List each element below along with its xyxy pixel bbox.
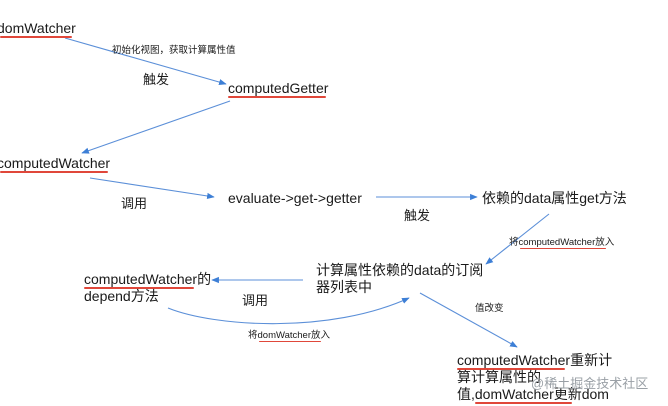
- edge-label-trigger-1: 触发: [143, 72, 170, 87]
- node-recompute-line3: 值,domWatcher更新dom: [457, 386, 609, 402]
- spellcheck-underline: [228, 96, 326, 98]
- spellcheck-underline: [259, 341, 321, 342]
- node-subscriber-list-line2: 器列表中: [316, 279, 372, 295]
- node-depends-on-get: 依赖的data属性get方法: [482, 190, 627, 206]
- node-computed-watcher: computedWatcher: [0, 155, 111, 171]
- node-depend-method-line1: computedWatcher的: [84, 271, 212, 287]
- edge-label-push-dom-watcher: 将domWatcher放入: [248, 330, 330, 341]
- spellcheck-underline: [475, 402, 572, 404]
- edge-computedgetter-to-computedwatcher: [81, 100, 231, 154]
- edge-domwatcher-to-computedgetter: [64, 37, 227, 86]
- watermark: @稀土掘金技术社区: [531, 376, 649, 391]
- spellcheck-underline: [0, 171, 108, 173]
- spellcheck-underline: [457, 368, 565, 370]
- node-depend-method-line2: depend方法: [84, 288, 159, 304]
- edge-get-to-subscriber-list: [485, 213, 550, 265]
- node-dom-watcher: domWatcher: [0, 20, 76, 36]
- edge-computedwatcher-to-evaluate: [89, 177, 215, 199]
- edge-label-push-computed-watcher: 将computedWatcher放入: [509, 237, 615, 248]
- spellcheck-underline: [84, 287, 194, 289]
- node-computed-getter: computedGetter: [228, 80, 329, 96]
- edge-label-init-view: 初始化视图，获取计算属性值: [112, 45, 236, 56]
- node-recompute-line1: computedWatcher重新计: [457, 352, 613, 368]
- node-evaluate-chain: evaluate->get->getter: [228, 190, 362, 206]
- node-recompute-line2: 算计算属性的: [457, 369, 541, 385]
- edge-label-trigger-2: 触发: [404, 208, 431, 223]
- spellcheck-underline: [0, 36, 72, 38]
- node-subscriber-list-line1: 计算属性依赖的data的订阅: [316, 262, 484, 278]
- edge-label-value-changed: 值改变: [475, 303, 504, 314]
- edge-label-call-2: 调用: [242, 293, 269, 308]
- spellcheck-underline: [520, 248, 606, 249]
- edge-label-call-1: 调用: [121, 196, 148, 211]
- edge-depend-to-subscriber-list: [167, 297, 410, 325]
- edge-subscriber-list-to-recompute: [419, 292, 518, 348]
